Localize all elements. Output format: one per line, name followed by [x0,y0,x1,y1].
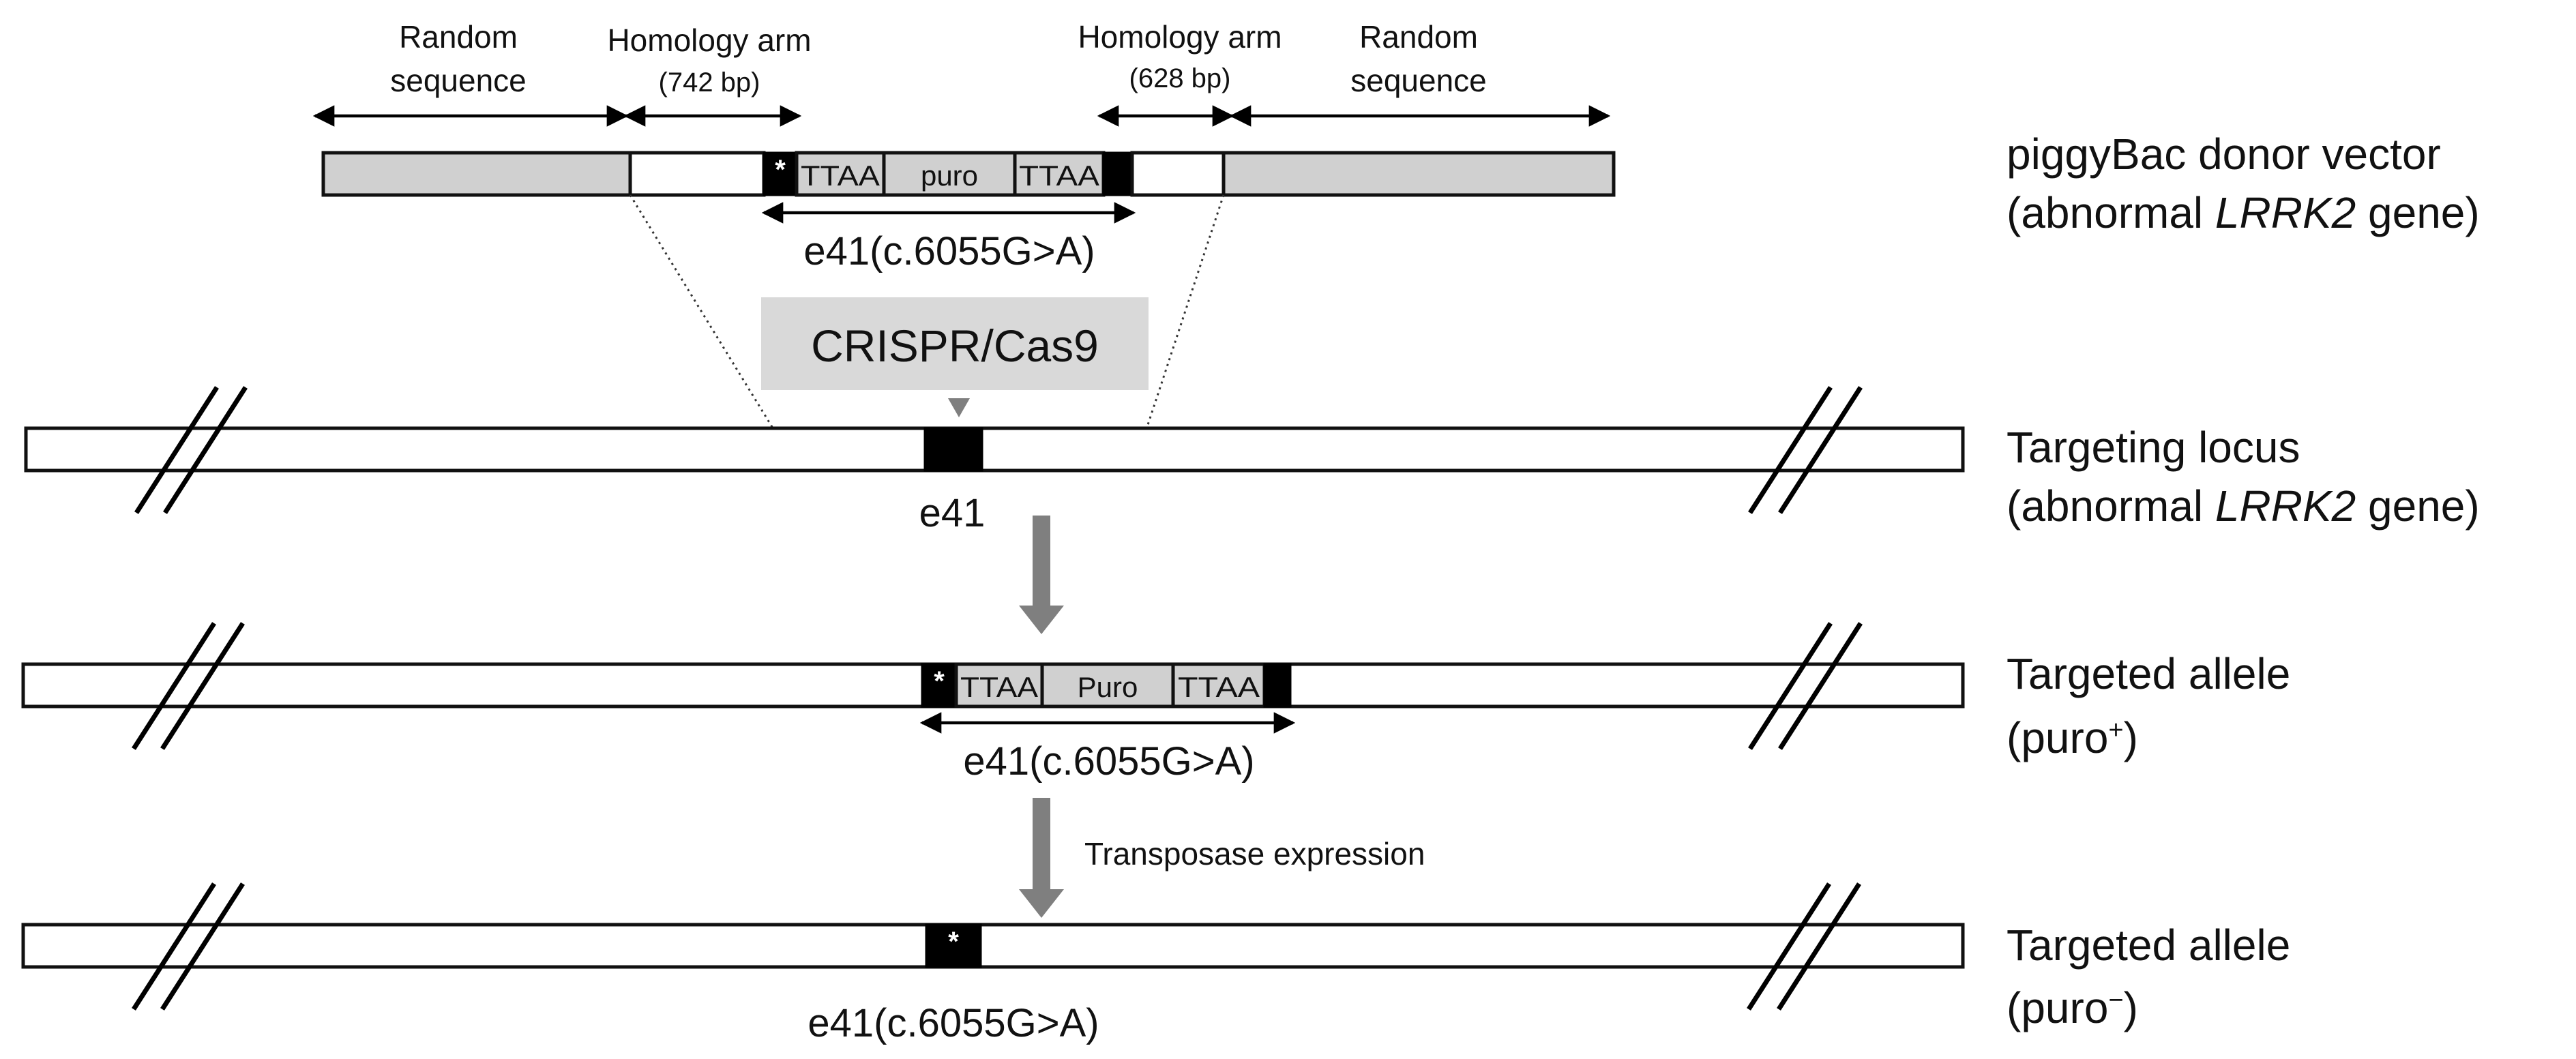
targeting-step-arrow [1019,516,1064,634]
targeting-locus: e41 Targeting locus (abnormal LRRK2 gene… [24,386,2480,535]
crispr-background [761,297,1149,390]
allele-plus-break-left-1 [132,622,216,750]
allele-minus-side-label: Targeted allele [2007,921,2290,970]
allele-plus-puro-label: Puro [1078,671,1138,703]
donor-vector: Random sequence Homology arm (742 bp) Ho… [312,19,2480,273]
break-mark-left-2 [163,386,248,514]
allele-plus-exon-label: e41(c.6055G>A) [963,739,1254,784]
exon-end-block [1102,151,1134,196]
mutation-star: * [775,155,786,185]
donor-exon-label: e41(c.6055G>A) [803,229,1095,273]
allele-minus-break-right-2 [1777,882,1861,1011]
targeted-allele-plus: * TTAA Puro TTAA e41(c.6055G>A) Targeted… [21,622,2290,784]
break-mark-right-2 [1778,386,1863,514]
homology-arm-left-size: (742 bp) [659,68,760,98]
locus-exon-label: e41 [919,491,986,535]
transposase-step-arrow [1019,798,1064,918]
allele-minus-star: * [948,927,959,957]
allele-plus-side-label-2: (puro+) [2007,713,2138,762]
break-mark-left-1 [134,386,219,514]
locus-side-label-2: (abnormal LRRK2 gene) [2007,481,2480,531]
homology-guide-left [629,194,773,428]
allele-minus-break-left-2 [160,882,245,1011]
crispr-box: CRISPR/Cas9 [761,297,1149,417]
donor-side-label-2: (abnormal LRRK2 gene) [2007,188,2480,237]
allele-plus-ttaa-left-label: TTAA [960,671,1038,703]
allele-minus-break-right-1 [1747,882,1831,1011]
puro-block [882,151,1017,197]
random-seq-right-block [1222,151,1616,197]
allele-plus-ttaa-left [954,662,1044,709]
allele-plus-side-label: Targeted allele [2007,649,2290,698]
locus-exon-block [923,427,983,472]
cut-site-marker [948,398,970,417]
locus-bar [24,426,1965,473]
homology-arm-right-label: Homology arm [1078,19,1282,55]
ttaa-right-label: TTAA [1019,160,1099,192]
donor-side-label: piggyBac donor vector [2007,130,2441,179]
homology-arm-right-block [1130,151,1226,197]
allele-minus-break-left-1 [132,882,216,1011]
puro-label: puro [921,160,978,192]
allele-plus-ttaa-right [1171,662,1267,709]
ttaa-right-block [1013,151,1106,197]
transposase-label: Transposase expression [1084,836,1425,871]
locus-side-label: Targeting locus [2007,423,2300,472]
homology-guide-right [1146,194,1225,428]
mutant-exon-block [763,151,798,196]
allele-minus-bar [21,923,1965,969]
allele-minus-side-label-2: (puro−) [2007,983,2138,1032]
homology-arm-left-label: Homology arm [607,23,811,58]
random-seq-left-block [321,151,632,197]
allele-plus-ttaa-right-label: TTAA [1178,671,1260,703]
allele-minus-exon-label: e41(c.6055G>A) [808,1001,1099,1045]
random-seq-left-label: Random [399,19,518,55]
homology-arm-right-size: (628 bp) [1129,63,1231,93]
random-seq-right-label-2: sequence [1350,63,1487,98]
homology-arm-left-block [628,151,766,197]
allele-plus-break-right-1 [1748,622,1833,750]
ttaa-left-label: TTAA [801,160,880,192]
allele-plus-break-left-2 [160,622,245,750]
random-seq-right-label: Random [1359,19,1478,55]
break-mark-right-1 [1748,386,1833,514]
allele-plus-exon-end [1263,663,1292,708]
random-seq-left-label-2: sequence [390,63,527,98]
targeted-allele-minus: * e41(c.6055G>A) Targeted allele (puro−) [21,882,2290,1045]
ttaa-left-block [795,151,886,197]
allele-plus-star: * [934,666,945,696]
crispr-label: CRISPR/Cas9 [811,320,1099,371]
allele-plus-break-right-2 [1778,622,1863,750]
allele-minus-exon-block [925,923,982,968]
